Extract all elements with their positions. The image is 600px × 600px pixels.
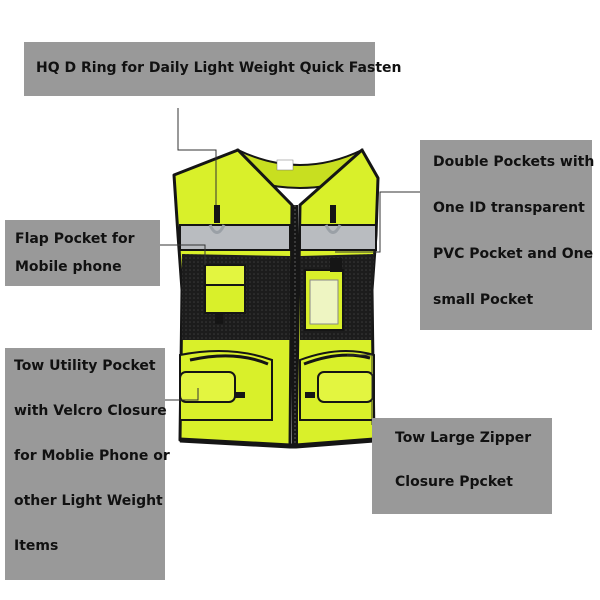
leader-line-tow-utility xyxy=(165,388,199,401)
callout-double-pockets: Double Pockets with One ID transparent P… xyxy=(420,140,595,330)
id-pocket-right xyxy=(304,258,344,331)
callout-flap-pocket-line-1: Flap Pocket for xyxy=(15,231,135,247)
vest-bottom-hem xyxy=(179,437,375,449)
lower-pocket-right xyxy=(299,350,375,421)
callout-tow-utility-line-5: Items xyxy=(14,538,59,554)
callout-tow-utility-line-2: with Velcro Closure xyxy=(14,403,167,419)
callout-tow-utility-line-1: Tow Utility Pocket xyxy=(14,358,156,374)
callout-tow-utility-line-3: for Moblie Phone or xyxy=(14,448,170,464)
leader-line-tow-large-zipper xyxy=(347,354,373,425)
callout-tow-large-zipper: Tow Large Zipper Closure Ppcket xyxy=(372,418,552,514)
leader-lines xyxy=(160,108,420,425)
vest-tag xyxy=(276,159,294,171)
flap-pocket-left xyxy=(204,264,246,324)
callout-double-pockets-line-1: Double Pockets with xyxy=(433,154,595,170)
leader-line-d-ring xyxy=(177,108,217,205)
callout-flap-pocket: Flap Pocket for Mobile phone xyxy=(5,220,160,286)
callout-flap-pocket-line-2: Mobile phone xyxy=(15,259,122,275)
callout-d-ring-line-1: HQ D Ring for Daily Light Weight Quick F… xyxy=(36,60,402,76)
callout-tow-utility: Tow Utility Pocket with Velcro Closure f… xyxy=(5,348,170,580)
callout-d-ring: HQ D Ring for Daily Light Weight Quick F… xyxy=(24,42,401,96)
d-ring-right xyxy=(324,205,342,234)
leader-line-double-pockets xyxy=(335,191,420,253)
callout-tow-large-zipper-line-1: Tow Large Zipper xyxy=(395,430,532,446)
leader-line-flap-pocket xyxy=(160,244,206,265)
callout-double-pockets-line-2: One ID transparent xyxy=(433,200,585,216)
d-ring-left xyxy=(208,205,226,234)
callout-tow-utility-line-4: other Light Weight xyxy=(14,493,163,509)
reflective-strip-left xyxy=(179,224,291,251)
callout-double-pockets-line-3: PVC Pocket and One xyxy=(433,246,594,262)
lower-pocket-left xyxy=(179,350,273,421)
callout-tow-large-zipper-line-2: Closure Ppcket xyxy=(395,474,513,490)
callout-double-pockets-line-4: small Pocket xyxy=(433,292,534,308)
